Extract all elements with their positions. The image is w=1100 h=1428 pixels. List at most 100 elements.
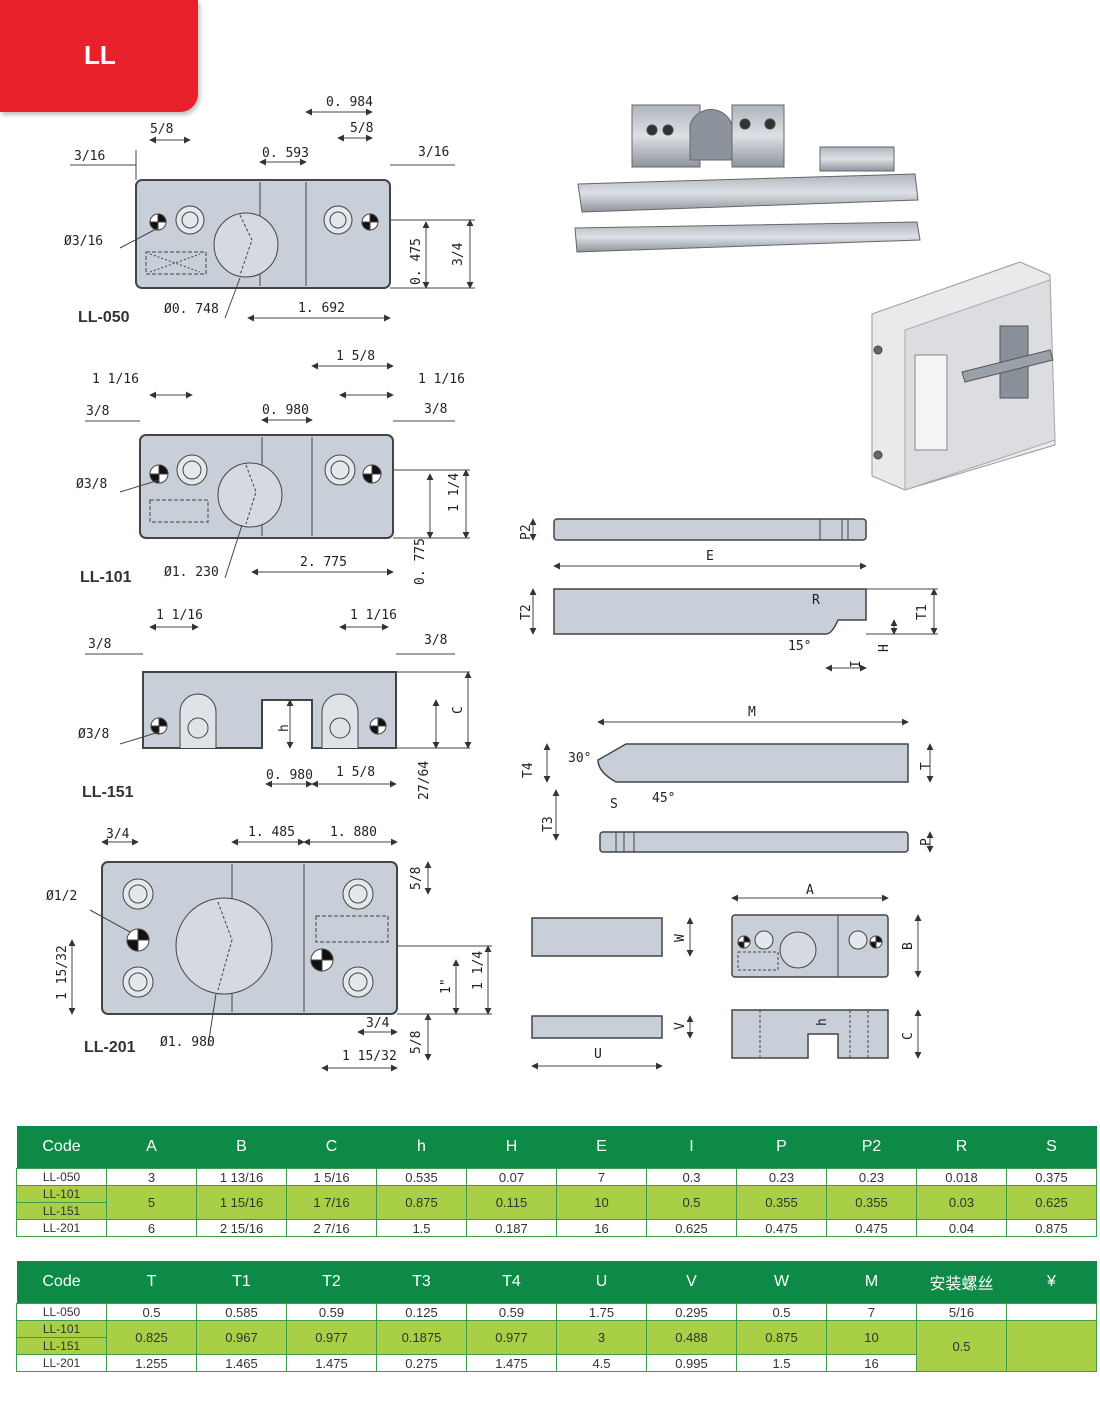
table-cell: 1.475 <box>286 1354 377 1372</box>
table-cell: 0.625 <box>1006 1185 1097 1220</box>
table-cell: 16 <box>556 1219 647 1237</box>
dim-ll201-d3: 1. 880 <box>330 825 377 840</box>
part-diagram-block-side <box>731 1009 922 1059</box>
table-cell: 7 <box>826 1303 917 1321</box>
dim-ll201-d12: 5/8 <box>409 1031 424 1054</box>
table-row: LL-101 5 1 15/16 1 7/16 0.875 0.115 10 0… <box>16 1185 1097 1220</box>
dim-ll101-d6: 3/8 <box>424 402 447 417</box>
table-cell: 1.465 <box>196 1354 287 1372</box>
dim-ll101-d7: Ø3/8 <box>76 477 107 492</box>
col-header: T1 <box>196 1261 287 1304</box>
table-cell: 0.875 <box>736 1320 827 1355</box>
table-cell: 5 <box>106 1185 197 1220</box>
col-header: H <box>466 1126 557 1169</box>
col-header: T4 <box>466 1261 557 1304</box>
dim-ll151-d3: 3/8 <box>88 637 111 652</box>
table-cell-price <box>1006 1320 1097 1372</box>
col-header: M <box>826 1261 917 1304</box>
dim-ll151-d6: h <box>277 724 292 732</box>
table-cell: 0.875 <box>376 1185 467 1220</box>
dim-ll101-d5: 0. 980 <box>262 403 309 418</box>
table-header-row: Code T T1 T2 T3 T4 U V W M 安装螺丝 ¥ <box>16 1261 1097 1304</box>
label-ll151: LL-151 <box>82 784 134 801</box>
col-header: B <box>196 1126 287 1169</box>
col-header: ¥ <box>1006 1261 1097 1304</box>
table-cell: 3 <box>556 1320 647 1355</box>
part-label-s: S <box>610 797 618 812</box>
table-cell: 1.475 <box>466 1354 557 1372</box>
dim-ll151-d8: 0. 980 <box>266 768 313 783</box>
table-cell <box>1006 1303 1097 1321</box>
dim-ll201-d1: 3/4 <box>106 827 130 842</box>
spec-table-2: Code T T1 T2 T3 T4 U V W M 安装螺丝 ¥ LL-050… <box>16 1261 1097 1372</box>
table-cell: 1 7/16 <box>286 1185 377 1220</box>
table-cell: 4.5 <box>556 1354 647 1372</box>
dim-ll201-d10: Ø1. 980 <box>160 1035 215 1050</box>
dim-ll201-d7: 1" <box>439 978 454 994</box>
part-diagram-slide-bar <box>529 518 938 672</box>
dim-ll050-d1: 3/16 <box>74 149 105 164</box>
col-header: T2 <box>286 1261 377 1304</box>
table-cell: 0.23 <box>736 1168 827 1186</box>
part-label-v: V <box>673 1022 688 1030</box>
table-cell: 0.59 <box>286 1303 377 1321</box>
technical-drawings: 3/16 5/8 0. 593 0. 984 5/8 3/16 Ø3/16 0.… <box>46 95 1056 1072</box>
table-cell: 0.275 <box>376 1354 467 1372</box>
dim-ll050-d10: Ø0. 748 <box>164 302 219 317</box>
dim-ll050-d3: 0. 593 <box>262 146 309 161</box>
dim-ll151-d2: 1 1/16 <box>350 608 397 623</box>
drawing-ll151 <box>85 623 472 788</box>
col-header: P2 <box>826 1126 917 1169</box>
table-cell: 0.977 <box>286 1320 377 1355</box>
table-cell: 0.018 <box>916 1168 1007 1186</box>
label-ll201: LL-201 <box>84 1039 136 1056</box>
col-header: W <box>736 1261 827 1304</box>
table-cell: 5/16 <box>916 1303 1007 1321</box>
table-cell: 2 15/16 <box>196 1219 287 1237</box>
part-label-t1: T1 <box>915 604 930 620</box>
table-row: LL-151 <box>16 1337 1097 1355</box>
table-cell: LL-151 <box>16 1202 107 1220</box>
dim-ll101-d3: 1 1/16 <box>418 372 465 387</box>
table-cell: 0.355 <box>826 1185 917 1220</box>
dim-ll151-d1: 1 1/16 <box>156 608 203 623</box>
table-cell: 0.355 <box>736 1185 827 1220</box>
drawing-ll050 <box>70 108 475 322</box>
part-label-p: P <box>919 838 934 846</box>
product-photo-parts <box>574 104 921 253</box>
table-cell: 0.995 <box>646 1354 737 1372</box>
col-header: A <box>106 1126 197 1169</box>
col-header: T <box>106 1261 197 1304</box>
table-cell: 0.535 <box>376 1168 467 1186</box>
dim-ll201-d9: 3/4 <box>366 1016 390 1031</box>
table-cell: 10 <box>556 1185 647 1220</box>
part-label-t3: T3 <box>541 816 556 832</box>
part-label-t: T <box>919 762 934 770</box>
part-label-b: B <box>901 942 916 950</box>
part-label-h-upper: H <box>877 644 892 652</box>
col-header: h <box>376 1126 467 1169</box>
dim-ll050-d7: Ø3/16 <box>64 234 103 249</box>
category-tag-label: LL <box>84 40 116 70</box>
table-row: LL-201 6 2 15/16 2 7/16 1.5 0.187 16 0.6… <box>16 1219 1097 1237</box>
table-cell: 1 15/16 <box>196 1185 287 1220</box>
table-row: LL-101 0.825 0.967 0.977 0.1875 0.977 3 … <box>16 1320 1097 1372</box>
table-cell: 1.255 <box>106 1354 197 1372</box>
dim-ll151-d10: 27/64 <box>417 761 432 800</box>
table-row: LL-050 0.5 0.585 0.59 0.125 0.59 1.75 0.… <box>16 1303 1097 1321</box>
dim-ll050-d11: 1. 692 <box>298 301 345 316</box>
part-label-a: A <box>806 883 814 898</box>
table-header-row: Code A B C h H E I P P2 R S <box>16 1126 1097 1169</box>
table-cell: 0.967 <box>196 1320 287 1355</box>
table-row: LL-201 1.255 1.465 1.475 0.275 1.475 4.5… <box>16 1354 1097 1372</box>
dim-ll101-d10: 2. 775 <box>300 555 347 570</box>
table-cell: LL-101 <box>16 1185 107 1203</box>
dim-ll101-d9: Ø1. 230 <box>164 565 219 580</box>
table-cell: LL-050 <box>16 1303 107 1321</box>
part-label-e: E <box>706 549 714 564</box>
col-header: Code <box>16 1126 107 1169</box>
table-cell: 1.5 <box>376 1219 467 1237</box>
col-header: P <box>736 1126 827 1169</box>
table-cell: 1 13/16 <box>196 1168 287 1186</box>
part-diagram-block-top <box>731 894 922 978</box>
